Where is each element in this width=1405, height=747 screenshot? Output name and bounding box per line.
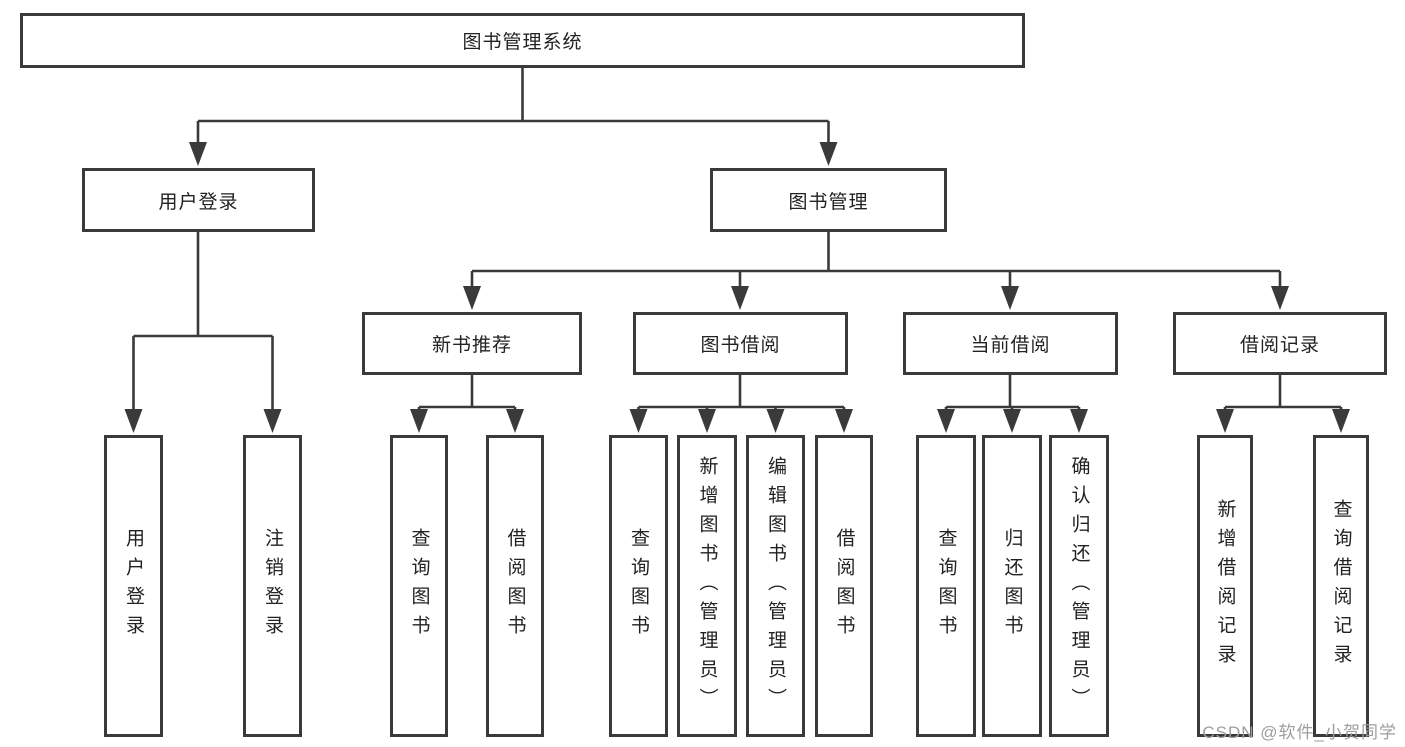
leaf-add-books-admin: 新增图书（管理员） [677, 435, 737, 737]
leaf-borrowing-borrow-books-label: 借阅图书 [833, 528, 855, 644]
node-new-book-recommend-label: 新书推荐 [431, 335, 512, 356]
leaf-borrowing-query-books: 查询图书 [609, 435, 668, 737]
connector-bookmgmt-to-level3 [463, 232, 1289, 310]
leaf-add-borrow-record-label: 新增借阅记录 [1214, 499, 1236, 673]
leaf-return-books: 归还图书 [982, 435, 1042, 737]
node-root: 图书管理系统 [20, 13, 1025, 68]
leaf-edit-books-admin-label: 编辑图书（管理员） [765, 455, 786, 717]
connector-root-to-level2 [189, 68, 838, 166]
node-book-management-label: 图书管理 [788, 191, 869, 213]
node-book-borrowing-label: 图书借阅 [700, 335, 781, 356]
node-borrow-records-label: 借阅记录 [1239, 335, 1320, 356]
leaf-logout: 注销登录 [243, 435, 302, 737]
connector-userlogin-to-leaves [124, 232, 282, 433]
leaf-user-login-label: 用户登录 [123, 528, 144, 644]
connector-newbook-to-leaves [410, 375, 524, 433]
leaf-borrowing-query-books-label: 查询图书 [628, 528, 649, 644]
node-root-label: 图书管理系统 [462, 32, 583, 53]
leaf-recommend-query-books-label: 查询图书 [408, 528, 430, 644]
connector-borrowrecords-to-leaves [1216, 375, 1350, 433]
leaf-confirm-return-admin: 确认归还（管理员） [1049, 435, 1109, 737]
leaf-add-borrow-record: 新增借阅记录 [1197, 435, 1253, 737]
node-new-book-recommend: 新书推荐 [362, 312, 582, 375]
leaf-borrowing-borrow-books: 借阅图书 [815, 435, 873, 737]
connector-bookborrow-to-leaves [629, 375, 853, 433]
leaf-query-borrow-record: 查询借阅记录 [1313, 435, 1369, 737]
node-book-borrowing: 图书借阅 [633, 312, 848, 375]
connector-currentborrow-to-leaves [937, 375, 1088, 433]
leaf-confirm-return-admin-label: 确认归还（管理员） [1068, 455, 1090, 717]
leaf-add-books-admin-label: 新增图书（管理员） [696, 455, 718, 717]
leaf-recommend-borrow-books: 借阅图书 [486, 435, 544, 737]
node-current-borrowing-label: 当前借阅 [970, 335, 1051, 356]
leaf-query-borrow-record-label: 查询借阅记录 [1330, 499, 1352, 673]
node-user-login-label: 用户登录 [158, 191, 239, 213]
leaf-return-books-label: 归还图书 [1001, 528, 1023, 644]
csdn-watermark: CSDN @软件_小贺同学 [1202, 723, 1397, 742]
node-current-borrowing: 当前借阅 [903, 312, 1118, 375]
leaf-user-login: 用户登录 [104, 435, 163, 737]
leaf-edit-books-admin: 编辑图书（管理员） [746, 435, 805, 737]
leaf-recommend-borrow-books-label: 借阅图书 [504, 528, 526, 644]
node-user-login: 用户登录 [82, 168, 315, 232]
leaf-recommend-query-books: 查询图书 [390, 435, 448, 737]
node-book-management: 图书管理 [710, 168, 947, 232]
leaf-logout-label: 注销登录 [262, 528, 283, 644]
leaf-current-query-books-label: 查询图书 [935, 528, 957, 644]
leaf-current-query-books: 查询图书 [916, 435, 976, 737]
node-borrow-records: 借阅记录 [1173, 312, 1387, 375]
